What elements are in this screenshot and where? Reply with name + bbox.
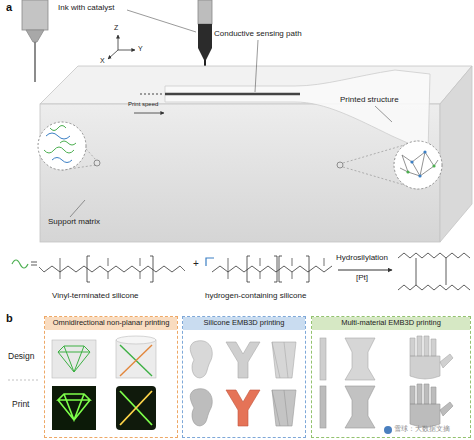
- matrix-side-face: [440, 66, 472, 242]
- syringe-needle: [34, 42, 36, 82]
- callout-label: Conductive sensing path: [214, 30, 302, 39]
- leader-line: [127, 10, 196, 32]
- reaction-label: Hydrosilylation: [336, 254, 388, 263]
- header-band: Multi-material EMB3D printing: [312, 317, 470, 330]
- leader-line: [375, 106, 392, 122]
- path-trail: [140, 94, 162, 95]
- crosslink-node: [432, 164, 435, 167]
- axis-label: Z: [114, 24, 118, 32]
- printed-vase: [272, 390, 296, 426]
- watermark: 雪球：大数据文摘: [394, 425, 450, 433]
- panel-letter: b: [6, 312, 13, 324]
- print-photo: [52, 386, 96, 430]
- axis-label: X: [100, 57, 105, 65]
- callout-label: Printed structure: [340, 96, 399, 105]
- printed-structure: [165, 70, 430, 152]
- printed-strip: [320, 386, 326, 428]
- zoom-spot: [337, 162, 343, 168]
- glowing-diamond: [58, 394, 90, 420]
- callout-label: Print speed: [128, 101, 158, 108]
- matrix-cylinder: [116, 340, 156, 378]
- row-label: Print: [12, 400, 29, 409]
- polymer-chain: [46, 133, 70, 139]
- nozzle-tip: [198, 48, 212, 60]
- catalyst-label: [Pt]: [356, 274, 368, 283]
- print-photo: [116, 386, 156, 430]
- plus-sign: +: [193, 258, 199, 269]
- glowing-helix: [120, 391, 152, 425]
- axis-label: Y: [138, 45, 143, 53]
- polymer-chain: [52, 158, 72, 163]
- conductive-path: [165, 93, 300, 96]
- silicone-chain: [44, 266, 180, 272]
- crosslink-network: [400, 152, 438, 176]
- reaction-arrow: [338, 270, 392, 271]
- nozzle-barrel: [198, 0, 212, 24]
- leader-line: [255, 40, 258, 92]
- repeat-bracket: [87, 256, 153, 282]
- printed-dogbone: [345, 386, 375, 428]
- hand-model: [410, 336, 453, 379]
- molecule-name: hydrogen-containing silicone: [205, 292, 306, 301]
- side-groups: [39, 258, 185, 279]
- cylinder-top: [116, 336, 156, 344]
- callout-label: Ink with catalyst: [58, 4, 114, 13]
- printed-y: [226, 390, 260, 426]
- watermark-icon: [384, 426, 392, 434]
- strip-model: [320, 338, 326, 380]
- column-panel: Omnidirectional non-planar printing: [44, 316, 178, 438]
- helix-design: [120, 345, 152, 376]
- product-chain: [398, 285, 470, 290]
- axis-z: [118, 35, 119, 50]
- header-text: Multi-material EMB3D printing: [313, 319, 469, 328]
- polymer-chain: [44, 147, 74, 153]
- crosslink-node: [418, 174, 421, 177]
- zoom-spot: [94, 160, 100, 166]
- syringe-tip: [26, 30, 44, 42]
- glowing-helix: [120, 391, 152, 425]
- crosslink-node: [423, 150, 426, 153]
- header-text: Omnidirectional non-planar printing: [46, 319, 176, 328]
- equals-sign: [31, 262, 37, 265]
- side-groups: [228, 258, 324, 279]
- polymer-chain: [60, 141, 76, 145]
- vase-model: [272, 342, 296, 378]
- printed-ear: [190, 389, 212, 426]
- dogbone-model: [345, 338, 375, 380]
- crosslink-node: [406, 170, 409, 173]
- helix-design: [120, 345, 152, 376]
- zoom-circle: [38, 122, 86, 170]
- ear-model: [190, 341, 212, 378]
- panel-letter: a: [6, 1, 12, 13]
- silicone-chain: [212, 266, 332, 272]
- speed-arrow: [134, 113, 164, 114]
- matrix-cube: [52, 340, 96, 378]
- axis-x: [108, 50, 118, 59]
- axis-y: [118, 50, 135, 51]
- header-band: Silicone EMB3D printing: [183, 317, 305, 330]
- syringe-barrel: [22, 0, 48, 30]
- diamond-design: [58, 346, 90, 372]
- y-model: [226, 342, 260, 378]
- header-band: Omnidirectional non-planar printing: [45, 317, 177, 330]
- crosslink-bond: [416, 258, 446, 285]
- callout-label: Support matrix: [48, 218, 100, 227]
- printed-hand: [410, 384, 453, 427]
- column-panel: Multi-material EMB3D printing: [311, 316, 471, 438]
- repeat-bracket: [247, 256, 309, 282]
- column-panel: Silicone EMB3D printing: [182, 316, 306, 438]
- header-text: Silicone EMB3D printing: [184, 319, 304, 328]
- product-chain: [398, 253, 470, 258]
- row-label: Design: [8, 352, 34, 361]
- crosslink-node: [410, 160, 413, 163]
- vinyl-symbol: [12, 260, 28, 268]
- nozzle-body: [198, 24, 212, 48]
- polymer-chain: [50, 126, 66, 131]
- hydride-symbol: [206, 258, 214, 266]
- leader-line: [70, 200, 85, 217]
- zoom-circle: [394, 141, 442, 189]
- molecule-name: Vinyl-terminated silicone: [52, 292, 139, 301]
- row-separator: [8, 380, 40, 381]
